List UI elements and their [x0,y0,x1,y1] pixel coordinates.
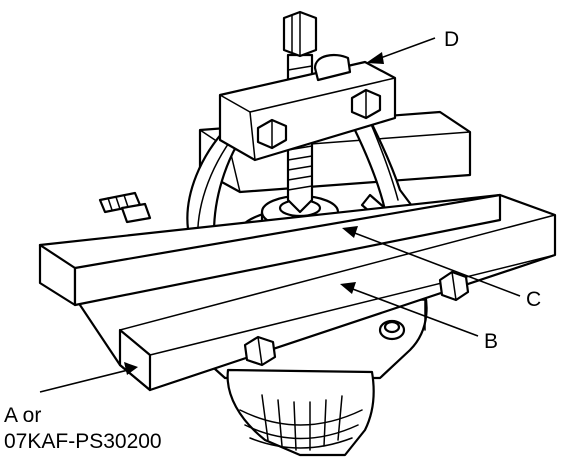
leader-arrows [39,37,521,393]
callout-labels: D C B A or 07KAF-PS30200 [4,28,541,453]
front-bar-a [38,193,557,392]
label-c: C [526,288,541,311]
leader-line-d [374,37,436,61]
arrowhead-a [124,362,138,375]
arrowhead-d [366,52,384,64]
label-a-line2: 07KAF-PS30200 [4,430,162,453]
label-b: B [484,330,498,353]
label-a-line1: A or [4,404,41,427]
arrowhead-b [340,282,356,294]
leader-line-a [39,369,129,393]
leader-line-c [351,231,521,297]
crossbar-d [218,53,397,162]
side-bolt [98,191,152,224]
leader-line-b [349,287,479,337]
label-d: D [444,28,459,51]
arrowhead-c [342,226,358,238]
